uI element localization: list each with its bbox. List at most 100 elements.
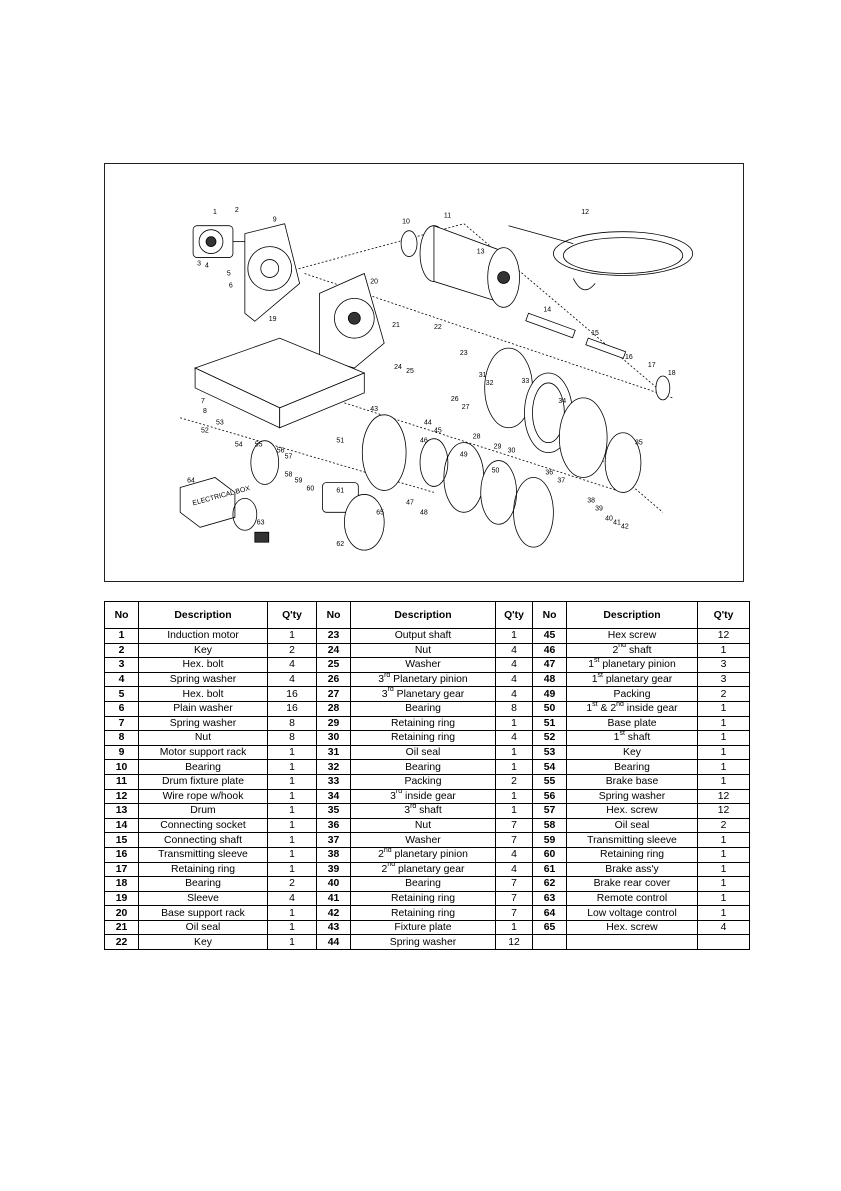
part-description: Bearing <box>350 759 496 775</box>
part-number: 56 <box>532 788 567 805</box>
part-description: Connecting shaft <box>138 832 268 848</box>
part-quantity: 1 <box>697 773 750 790</box>
header-no: No <box>104 601 139 629</box>
part-label-51: 51 <box>336 438 344 445</box>
part-description: Retaining ring <box>350 890 496 907</box>
part-number: 3 <box>104 657 139 673</box>
part-description: Spring washer <box>350 934 496 951</box>
part-label-27: 27 <box>462 404 470 411</box>
part-description: Washer <box>350 832 496 848</box>
part-label-58: 58 <box>285 472 293 479</box>
part-description: 3rd inside gear <box>350 788 496 805</box>
part-number: 54 <box>532 759 567 775</box>
drum-drawing <box>419 225 520 308</box>
part-label-61: 61 <box>336 487 344 494</box>
part-quantity: 3 <box>697 671 750 688</box>
part-description: Nut <box>138 730 268 746</box>
part-quantity: 1 <box>267 861 317 878</box>
part-number: 5 <box>104 686 139 702</box>
part-label-64: 64 <box>187 477 195 484</box>
part-quantity: 1 <box>697 876 750 892</box>
part-number: 41 <box>316 890 351 907</box>
part-label-44: 44 <box>424 420 432 427</box>
part-label-23: 23 <box>460 350 468 357</box>
part-quantity: 12 <box>697 788 750 805</box>
part-quantity: 1 <box>697 905 750 921</box>
part-description: Packing <box>566 686 698 702</box>
inside-gear-50-drawing <box>480 460 517 525</box>
part-quantity: 1 <box>267 919 317 936</box>
part-number: 16 <box>104 846 139 863</box>
part-description: Bearing <box>566 759 698 775</box>
part-label-22: 22 <box>434 324 442 331</box>
part-label-39: 39 <box>595 505 603 512</box>
part-label-7: 7 <box>201 398 205 405</box>
part-description: 2nd planetary gear <box>350 861 496 878</box>
part-description: 1st shaft <box>566 730 698 746</box>
part-description: 3rd Planetary gear <box>350 686 496 702</box>
part-label-17: 17 <box>648 362 656 369</box>
part-label-25: 25 <box>406 368 414 375</box>
part-description: Connecting socket <box>138 817 268 834</box>
remote-cable-drawing <box>232 497 258 531</box>
part-label-21: 21 <box>392 322 400 329</box>
part-number: 14 <box>104 817 139 834</box>
part-description: Key <box>138 934 268 951</box>
part-description: 2nd shaft <box>566 642 698 659</box>
part-description: Spring washer <box>138 671 268 688</box>
connecting-socket-drawing <box>525 312 576 339</box>
part-quantity: 8 <box>495 700 533 717</box>
brake-base-drawing <box>250 440 280 485</box>
part-quantity: 1 <box>697 861 750 878</box>
part-number: 57 <box>532 803 567 819</box>
part-description: Hex. screw <box>566 803 698 819</box>
part-number: 40 <box>316 876 351 892</box>
part-quantity: 1 <box>697 700 750 717</box>
part-description: Transmitting sleeve <box>138 846 268 863</box>
part-description: 1st planetary pinion <box>566 657 698 673</box>
part-label-19: 19 <box>269 316 277 323</box>
part-number: 36 <box>316 817 351 834</box>
part-quantity: 2 <box>267 642 317 659</box>
part-description: Bearing <box>138 759 268 775</box>
part-number: 33 <box>316 773 351 790</box>
part-description: Retaining ring <box>350 715 496 732</box>
part-quantity: 1 <box>267 759 317 775</box>
part-number: 38 <box>316 846 351 863</box>
part-number: 26 <box>316 671 351 688</box>
part-description: Output shaft <box>350 628 496 644</box>
part-label-47: 47 <box>406 499 414 506</box>
part-label-6: 6 <box>229 282 233 289</box>
part-quantity: 1 <box>495 715 533 732</box>
part-quantity: 4 <box>267 671 317 688</box>
part-quantity: 7 <box>495 890 533 907</box>
part-description: Plain washer <box>138 700 268 717</box>
part-label-49: 49 <box>460 452 468 459</box>
part-description: Hex. bolt <box>138 686 268 702</box>
part-quantity: 4 <box>495 730 533 746</box>
part-quantity: 1 <box>697 730 750 746</box>
part-quantity: 8 <box>267 715 317 732</box>
part-number: 29 <box>316 715 351 732</box>
motor-support-rack-drawing <box>244 223 301 322</box>
part-quantity: 1 <box>697 744 750 761</box>
part-quantity: 1 <box>697 832 750 848</box>
packing-33b-drawing <box>558 397 608 478</box>
part-number: 37 <box>316 832 351 848</box>
part-label-31: 31 <box>479 372 487 379</box>
part-description: Motor support rack <box>138 744 268 761</box>
header-no: No <box>316 601 351 629</box>
part-number: 42 <box>316 905 351 921</box>
part-label-55: 55 <box>255 442 263 449</box>
